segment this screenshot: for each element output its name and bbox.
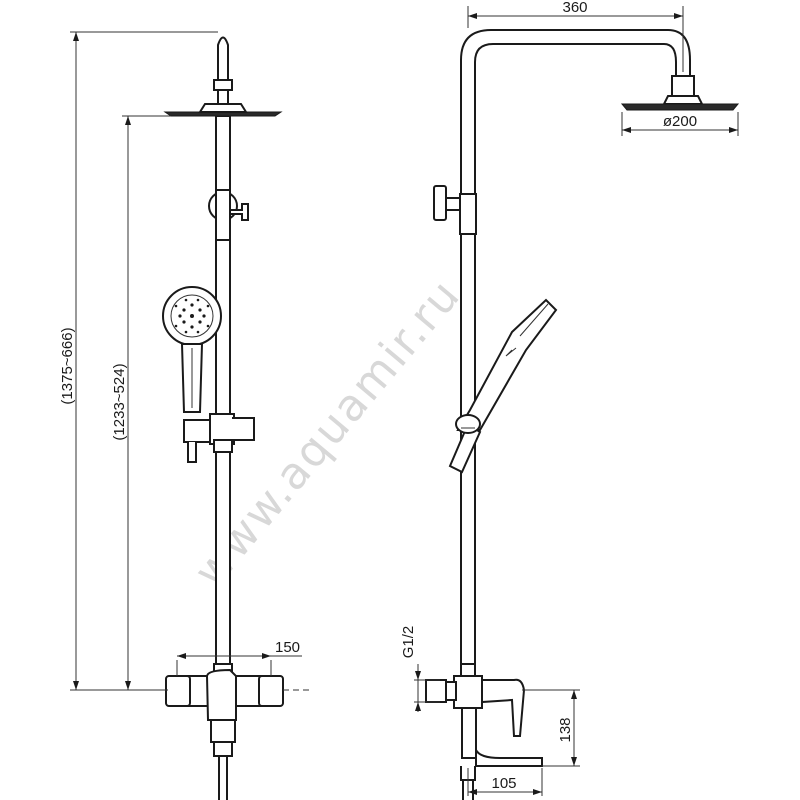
side-spout-stem (461, 707, 477, 759)
front-hose-stub (187, 442, 197, 463)
side-diverter-body (459, 193, 477, 235)
dim-mixer-width: 150 (275, 639, 300, 656)
dim-mixer-height: 138 (557, 717, 574, 742)
front-slider-knob (232, 417, 255, 441)
dim-shower-height: (1233~524) (111, 363, 128, 440)
side-riser-inner (474, 43, 677, 668)
front-bottom-outlet (218, 756, 228, 800)
front-view: (1375~666) (1233~524) 150 (59, 31, 312, 800)
dim-head-diameter: ø200 (663, 113, 697, 130)
front-hand-shower-face (170, 294, 214, 338)
side-mixer-body (453, 675, 483, 709)
side-hand-shower-grip (448, 422, 482, 474)
side-slider-ring (455, 414, 481, 434)
side-hand-shower (456, 298, 558, 431)
front-spout (210, 719, 236, 743)
dim-thread: G1/2 (400, 626, 417, 659)
front-mixer-handle (205, 668, 237, 721)
side-view: 360 ø200 G1/2 138 105 (400, 0, 740, 800)
front-hand-shower-nozzles (174, 298, 210, 334)
front-head-connector (198, 103, 248, 113)
front-spout-nut (213, 741, 233, 757)
side-diverter-knob (433, 185, 447, 221)
front-diverter-body (215, 189, 231, 241)
side-head-connector (671, 75, 695, 97)
dim-total-height: (1375~666) (59, 327, 76, 404)
front-mixer-left-cap (165, 675, 191, 707)
side-inlet-nut (425, 679, 447, 703)
side-mixer-lever (481, 678, 526, 737)
front-top-nut (213, 79, 233, 91)
front-diverter-lever (229, 203, 249, 221)
side-spout (475, 749, 543, 767)
front-top-pipe (217, 36, 229, 116)
dim-arm-length: 360 (562, 0, 587, 16)
side-overhead-head (620, 103, 740, 111)
side-riser-outer (460, 29, 691, 668)
front-mixer-right-cap (258, 675, 284, 707)
dim-spout-length: 105 (491, 775, 516, 792)
